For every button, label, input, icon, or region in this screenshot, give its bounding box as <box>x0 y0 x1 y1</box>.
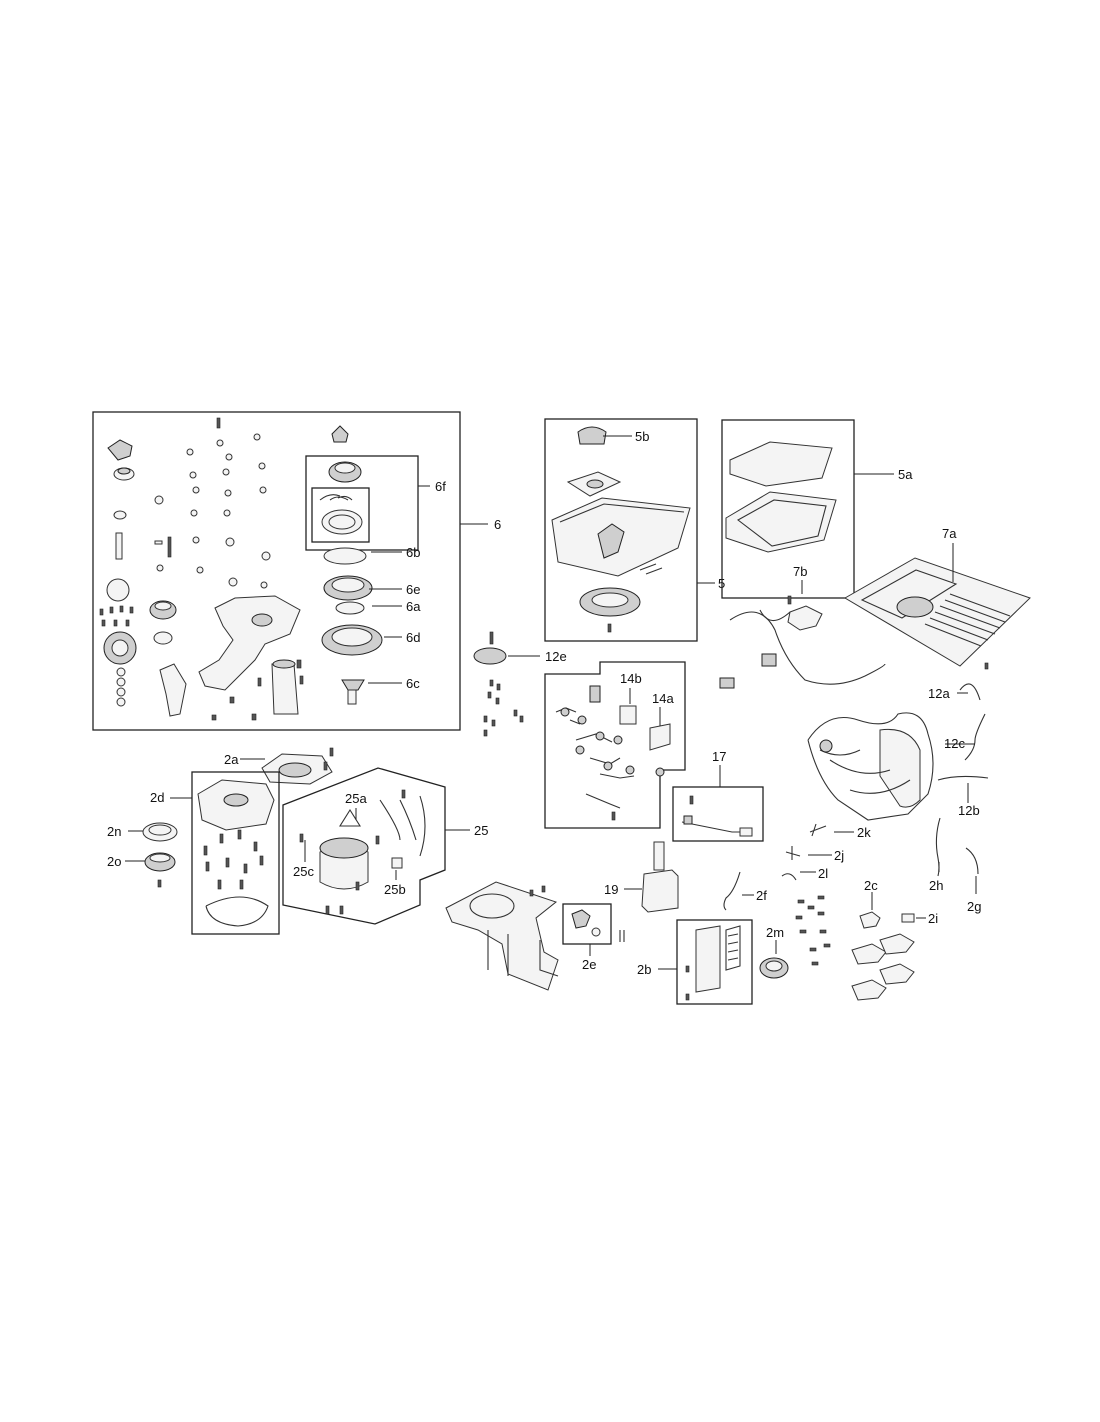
callout-25c: 25c <box>293 864 314 879</box>
callout-12e: 12e <box>545 649 567 664</box>
group-2b: 2b <box>637 919 753 1005</box>
callout-12b: 12b <box>958 803 980 818</box>
group-6f-frame <box>305 455 419 551</box>
callout-12a: 12a <box>928 686 950 701</box>
hose-2f <box>723 871 741 911</box>
callout-25a: 25a <box>345 791 367 806</box>
hose-12c <box>964 713 986 761</box>
callout-6b: 6b <box>406 545 420 560</box>
hopper-lid-knob <box>577 426 607 445</box>
group-17: 17 <box>672 749 764 842</box>
callout-7b: 7b <box>793 564 807 579</box>
callout-6a: 6a <box>406 599 421 614</box>
group-17-frame <box>672 786 764 842</box>
part-2c <box>859 911 881 929</box>
grinder-right-column <box>319 425 383 705</box>
callout-6: 6 <box>494 517 501 532</box>
heater-harness <box>807 712 934 821</box>
drip-tray-grid <box>844 557 1031 667</box>
callout-25b: 25b <box>384 882 406 897</box>
callout-7a: 7a <box>942 526 957 541</box>
group-14-frame <box>544 661 686 829</box>
lid-gasket <box>725 491 837 553</box>
callout-2o: 2o <box>107 854 121 869</box>
callout-12c: 12c <box>944 736 965 751</box>
group-5-bean-hopper: 5b 5 <box>544 418 725 642</box>
pump-body <box>641 869 679 913</box>
hose-12b <box>937 775 989 781</box>
callout-17: 17 <box>712 749 726 764</box>
callout-2g: 2g <box>967 899 981 914</box>
group-2b-frame <box>676 919 753 1005</box>
callout-2f: 2f <box>756 888 767 903</box>
lid-top-panel <box>729 441 833 487</box>
callout-5b: 5b <box>635 429 649 444</box>
group-7-drip-tray: 7a 7b <box>719 526 1031 689</box>
grinder-left-column <box>99 439 137 707</box>
callout-6f: 6f <box>435 479 446 494</box>
callout-2d: 2d <box>150 790 164 805</box>
callout-6e: 6e <box>406 582 420 597</box>
callout-2c: 2c <box>864 878 878 893</box>
group-25-frame <box>282 767 446 925</box>
group-2e-frame <box>562 903 612 945</box>
group-25-heater: 25a 25c 25b 25 <box>282 767 488 925</box>
harness-7b-board <box>787 605 823 631</box>
valve-14b <box>619 705 637 725</box>
group-2-small-fittings: 2f 2k 2j 2l <box>723 823 871 966</box>
callout-14a: 14a <box>652 691 674 706</box>
callout-2k: 2k <box>857 825 871 840</box>
callout-2h: 2h <box>929 878 943 893</box>
callout-2b: 2b <box>637 962 651 977</box>
part-2i <box>901 913 915 923</box>
callout-5a: 5a <box>898 467 913 482</box>
callout-2e: 2e <box>582 957 596 972</box>
group-6f-inner-frame <box>311 487 370 543</box>
group-5a-lid: 5a <box>721 419 913 599</box>
callout-2j: 2j <box>834 848 844 863</box>
group-2-right-fittings: 2c 2i 2h 2g <box>851 817 981 1001</box>
hose-12a <box>959 683 981 701</box>
callout-2m: 2m <box>766 925 784 940</box>
callout-14b: 14b <box>620 671 642 686</box>
callout-2a: 2a <box>224 752 239 767</box>
callout-2n: 2n <box>107 824 121 839</box>
callout-2i: 2i <box>928 911 938 926</box>
group-2e: 2e <box>562 903 625 972</box>
grinder-middle-parts <box>149 595 304 717</box>
group-2m: 2m <box>759 925 789 979</box>
callout-6c: 6c <box>406 676 420 691</box>
group-2d-frame <box>191 771 280 935</box>
group-14-valves: 14b 14a <box>544 661 686 829</box>
group-2-boiler: 2a 2d 2n 2o <box>107 747 334 935</box>
callout-19: 19 <box>604 882 618 897</box>
hose-2g <box>965 847 979 875</box>
callout-25: 25 <box>474 823 488 838</box>
group-12-hoses: 12a 12c 12b 12e <box>473 631 989 821</box>
chassis-frame <box>445 881 559 991</box>
group-5-frame <box>544 418 698 642</box>
valve-14a <box>649 723 671 751</box>
group-6-frame <box>92 411 461 731</box>
group-6-grinder-assembly: 6f 6 6b 6e 6a 6d 6c <box>92 411 501 731</box>
group-19-pump: 19 <box>604 841 679 913</box>
gear-12e <box>473 647 507 665</box>
callout-2l: 2l <box>818 866 828 881</box>
callout-6d: 6d <box>406 630 420 645</box>
grinder-small-parts <box>154 417 271 721</box>
